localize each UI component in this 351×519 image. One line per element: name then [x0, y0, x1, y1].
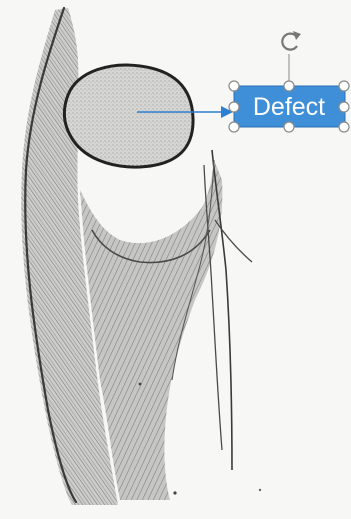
bone-sketch [21, 8, 252, 505]
resize-handle-nw[interactable] [229, 81, 239, 91]
stray-dot [259, 489, 261, 491]
resize-handle-s[interactable] [284, 122, 294, 132]
resize-handle-w[interactable] [229, 102, 239, 112]
resize-handle-e[interactable] [339, 102, 349, 112]
resize-handle-n[interactable] [284, 81, 294, 91]
stray-dot [139, 383, 142, 386]
callout-label[interactable]: Defect [253, 93, 325, 121]
resize-handle-sw[interactable] [229, 122, 239, 132]
stray-dot [173, 491, 176, 494]
rotate-handle[interactable] [278, 31, 301, 53]
defect-callout[interactable]: Defect [229, 31, 349, 132]
defect-region[interactable] [64, 65, 193, 167]
resize-handle-ne[interactable] [339, 81, 349, 91]
resize-handle-se[interactable] [339, 122, 349, 132]
